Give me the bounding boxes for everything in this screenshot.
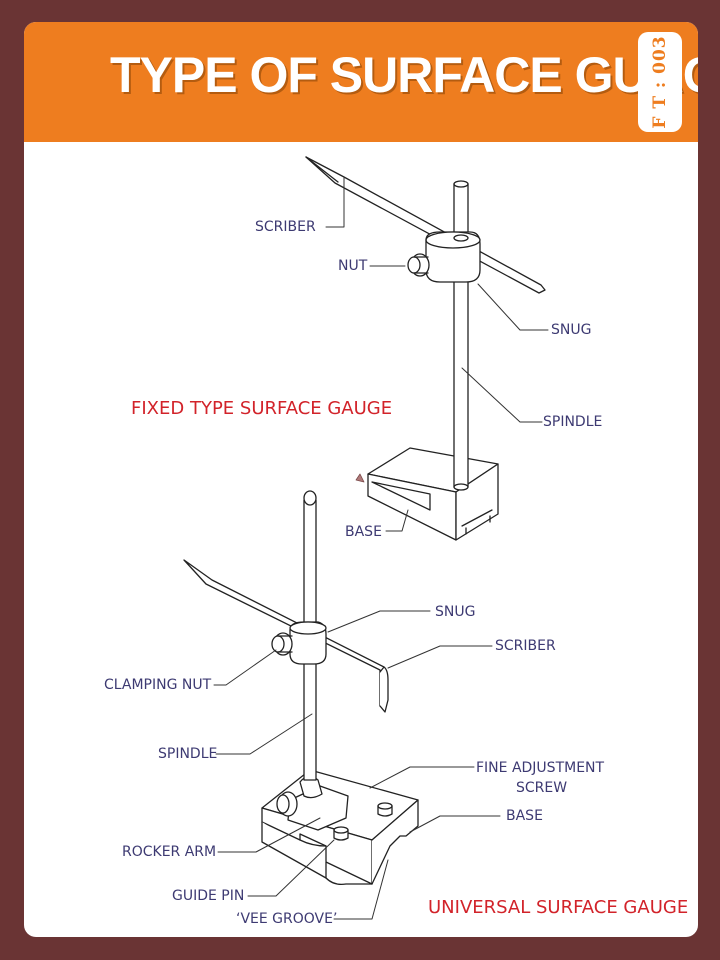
- fixed-base-label: BASE: [345, 524, 382, 540]
- marker-icon: [355, 473, 365, 483]
- guide-pin-label: GUIDE PIN: [172, 888, 245, 904]
- fixed-snug-drawing: [425, 231, 481, 283]
- fixed-gauge-drawing: [305, 156, 549, 541]
- fixed-gauge-caption: FIXED TYPE SURFACE GAUGE: [131, 398, 393, 419]
- fixed-scriber-drawing: [305, 156, 546, 294]
- header-banner: TYPE OF SURFACE GUAGE F T : 003: [24, 22, 698, 142]
- fixed-scriber-label: SCRIBER: [255, 219, 316, 235]
- fixed-spindle-drawing: [453, 180, 469, 491]
- base-pins: [333, 802, 393, 841]
- universal-scriber-label: SCRIBER: [495, 638, 556, 654]
- universal-gauge-caption: UNIVERSAL SURFACE GAUGE: [428, 897, 689, 918]
- fixed-nut-label: NUT: [338, 258, 368, 274]
- vee-groove-label: ‘VEE GROOVE’: [236, 911, 338, 927]
- fixed-snug-label: SNUG: [551, 322, 592, 338]
- fine-adjustment-label-line2: SCREW: [516, 780, 568, 796]
- fixed-base-drawing: [367, 447, 499, 541]
- universal-base-label: BASE: [506, 808, 543, 824]
- universal-snug-drawing: [289, 621, 327, 665]
- fixed-leader-lines: [325, 177, 549, 532]
- fixed-nut-drawing: [407, 253, 430, 277]
- universal-snug-label: SNUG: [435, 604, 476, 620]
- rocker-arm-drawing: [276, 775, 349, 831]
- fine-adjustment-label-line1: FINE ADJUSTMENT: [476, 760, 605, 776]
- rocker-arm-label: ROCKER ARM: [122, 844, 217, 860]
- universal-spindle-label: SPINDLE: [158, 746, 218, 762]
- page-title: TYPE OF SURFACE GUAGE: [110, 47, 698, 103]
- fixed-spindle-label: SPINDLE: [543, 414, 603, 430]
- clamping-nut-drawing: [271, 632, 293, 656]
- clamping-nut-label: CLAMPING NUT: [104, 677, 212, 693]
- universal-scriber-drawing: [183, 559, 389, 713]
- universal-gauge-drawing: [183, 490, 501, 920]
- code-tab: F T : 003: [638, 32, 682, 132]
- universal-leader-lines: [213, 610, 501, 920]
